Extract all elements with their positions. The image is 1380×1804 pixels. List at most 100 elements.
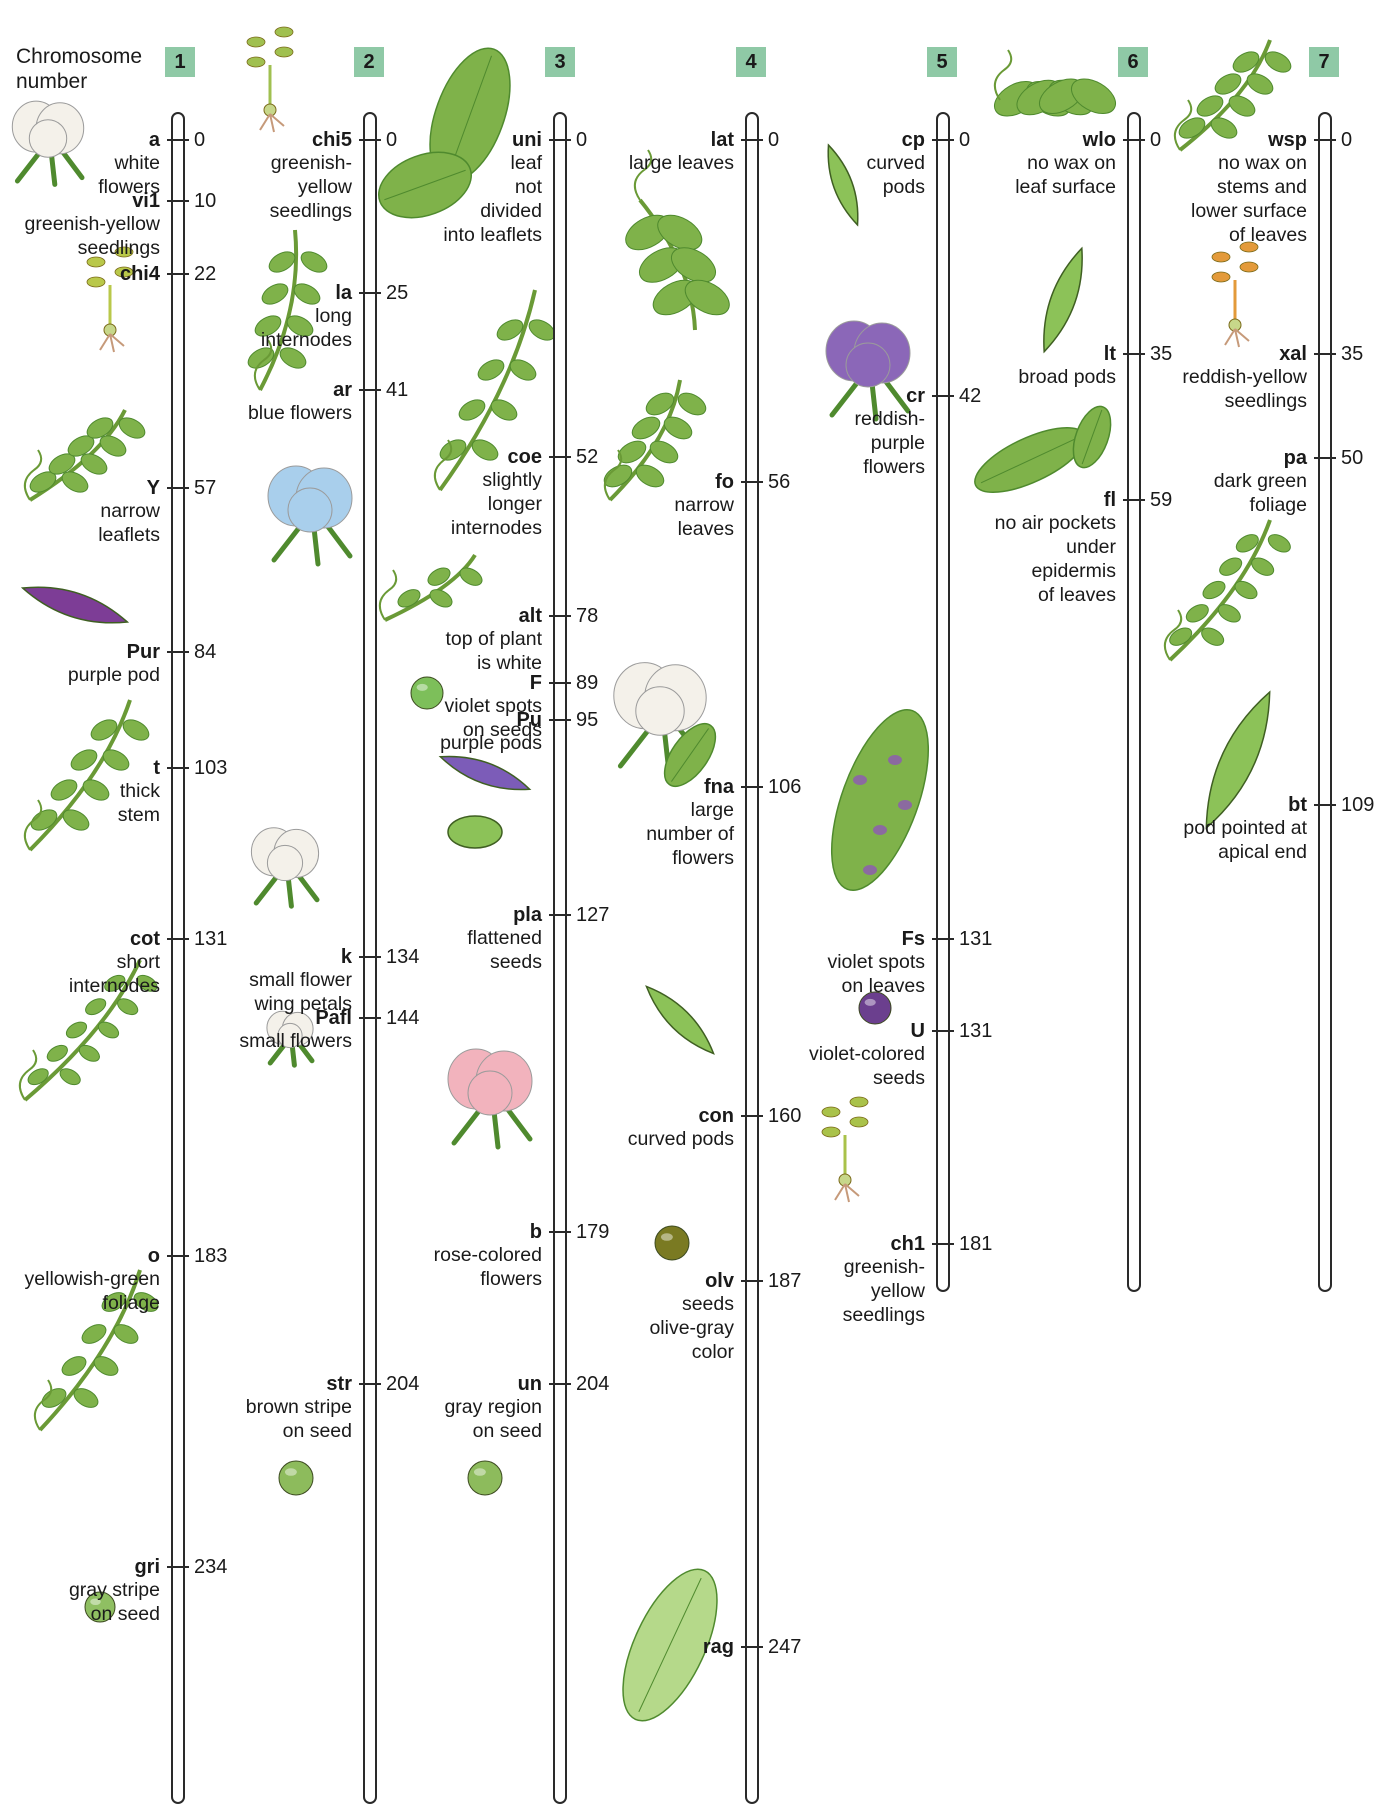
curved-pod-icon	[639, 979, 721, 1061]
gene-symbol: gri	[134, 1556, 160, 1578]
gene-symbol: ch1	[891, 1233, 925, 1255]
chromosome-number-badge: 3	[545, 47, 575, 77]
locus-position: 131	[959, 928, 992, 950]
no-wax-leaf-icon	[989, 50, 1122, 123]
gene-symbol: Fs	[902, 928, 925, 950]
locus-tick	[932, 395, 954, 397]
locus-tick	[359, 956, 381, 958]
rose-colored-flower-icon	[448, 1049, 532, 1147]
locus-tick	[167, 767, 189, 769]
trait-description: purple pod	[68, 663, 160, 687]
trait-description: no air pockets under epidermis of leaves	[995, 511, 1116, 607]
locus-tick	[167, 651, 189, 653]
locus-position: 0	[1341, 129, 1352, 151]
chromosome-bar	[553, 112, 567, 1804]
locus-position: 10	[194, 190, 216, 212]
chromosome-number-heading: Chromosome number	[16, 44, 166, 94]
locus-tick	[1314, 804, 1336, 806]
locus-tick	[1314, 139, 1336, 141]
gene-symbol: t	[153, 757, 160, 779]
trait-description: large number of flowers	[646, 798, 734, 870]
trait-description: blue flowers	[248, 401, 352, 425]
locus-position: 109	[1341, 794, 1374, 816]
gene-symbol: uni	[512, 129, 542, 151]
gene-symbol: U	[911, 1020, 925, 1042]
gene-symbol: chi5	[312, 129, 352, 151]
gene-symbol: cot	[130, 928, 160, 950]
gene-symbol: coe	[508, 446, 542, 468]
locus-tick	[167, 938, 189, 940]
purple-pod-icon	[437, 747, 533, 799]
chromosome-bar	[745, 112, 759, 1804]
olive-gray-seed-icon	[655, 1226, 689, 1260]
gene-symbol: olv	[705, 1270, 734, 1292]
locus-tick	[167, 1255, 189, 1257]
curved-pod-icon	[820, 142, 867, 228]
trait-description: thick stem	[118, 779, 160, 827]
gene-symbol: pla	[513, 904, 542, 926]
reddish-yellow-seedling-icon	[1212, 242, 1258, 347]
locus-tick	[741, 1280, 763, 1282]
chromosome-bar	[171, 112, 185, 1804]
locus-tick	[1123, 499, 1145, 501]
gene-symbol: pa	[1284, 447, 1307, 469]
locus-position: 50	[1341, 447, 1363, 469]
locus-position: 0	[959, 129, 970, 151]
trait-description: violet-colored seeds	[809, 1042, 925, 1090]
locus-position: 127	[576, 904, 609, 926]
gene-symbol: vi1	[132, 190, 160, 212]
locus-tick	[549, 1383, 571, 1385]
gene-symbol: wlo	[1083, 129, 1116, 151]
locus-position: 187	[768, 1270, 801, 1292]
trait-description: slightly longer internodes	[451, 468, 542, 540]
chromosome-number-badge: 6	[1118, 47, 1148, 77]
gene-symbol: un	[518, 1373, 542, 1395]
trait-description: top of plant is white	[446, 627, 543, 675]
chromosome-number-badge: 2	[354, 47, 384, 77]
seedling-icon	[822, 1097, 868, 1202]
locus-position: 89	[576, 672, 598, 694]
locus-tick	[1314, 457, 1336, 459]
gene-symbol: fna	[704, 776, 734, 798]
trait-description: purple pods	[440, 731, 542, 755]
gene-symbol: a	[149, 129, 160, 151]
trait-description: narrow leaflets	[98, 499, 160, 547]
gene-symbol: F	[530, 672, 542, 694]
gene-symbol: lt	[1104, 343, 1116, 365]
seedling-icon	[247, 27, 293, 132]
narrow-leaves-icon	[601, 380, 710, 500]
reddish-purple-flower-icon	[826, 321, 910, 419]
trait-description: reddish- purple flowers	[855, 407, 925, 479]
locus-position: 0	[1150, 129, 1161, 151]
trait-description: greenish-yellow seedlings	[25, 212, 160, 260]
trait-description: gray region on seed	[444, 1395, 542, 1443]
gene-symbol: fl	[1104, 489, 1116, 511]
brown-stripe-seed-icon	[279, 1461, 313, 1495]
locus-tick	[167, 1566, 189, 1568]
trait-description: no wax on stems and lower surface of lea…	[1191, 151, 1307, 247]
locus-tick	[932, 1243, 954, 1245]
locus-tick	[167, 139, 189, 141]
chromosome-number-badge: 5	[927, 47, 957, 77]
broad-pod-icon	[1033, 244, 1093, 356]
locus-tick	[167, 200, 189, 202]
locus-position: 35	[1341, 343, 1363, 365]
trait-description: flattened seeds	[467, 926, 542, 974]
gene-symbol: con	[698, 1105, 734, 1127]
gene-symbol: str	[326, 1373, 352, 1395]
violet-spotted-leaf-icon	[812, 698, 948, 903]
locus-position: 204	[386, 1373, 419, 1395]
gene-symbol: Y	[147, 477, 160, 499]
trait-description: narrow leaves	[674, 493, 734, 541]
white-flower-icon	[12, 101, 83, 184]
gene-symbol: bt	[1288, 794, 1307, 816]
trait-description: greenish- yellow seedlings	[270, 151, 352, 223]
locus-tick	[359, 389, 381, 391]
gene-symbol: cr	[906, 385, 925, 407]
locus-position: 59	[1150, 489, 1172, 511]
locus-tick	[549, 456, 571, 458]
purple-pod-icon	[19, 576, 131, 633]
trait-description: no wax on leaf surface	[1015, 151, 1116, 199]
large-leaves-icon	[620, 150, 735, 330]
locus-tick	[1123, 353, 1145, 355]
